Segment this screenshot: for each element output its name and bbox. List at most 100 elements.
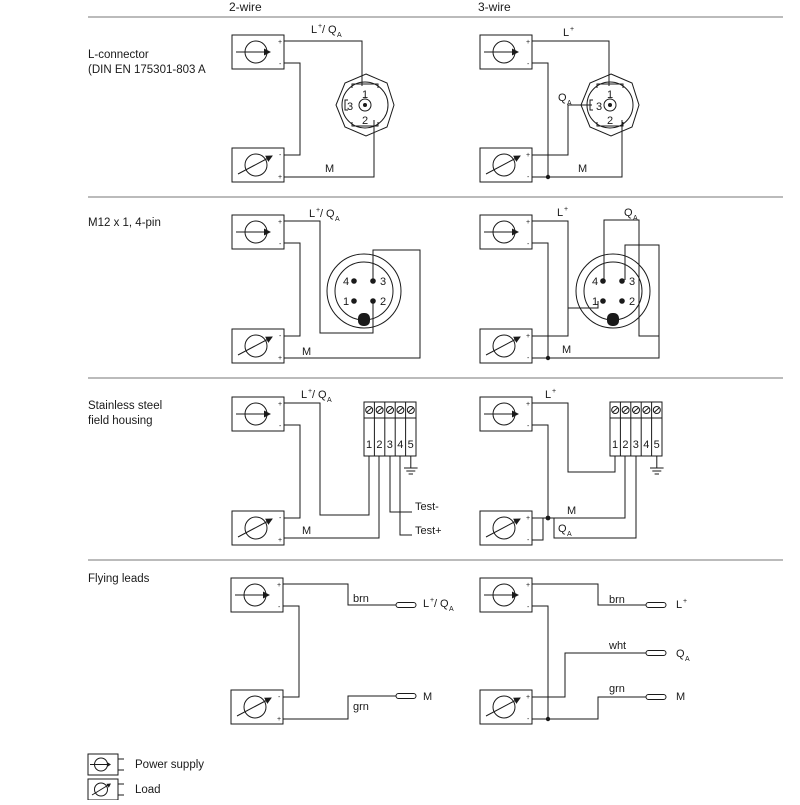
terminal-plus: + — [277, 716, 281, 723]
load-symbol — [479, 510, 533, 546]
wire-color-label: wht — [608, 640, 626, 652]
diagram-stainless-2-wire: + - - + 1 2 3 4 5 — [231, 388, 442, 546]
svg-text:L: L — [301, 389, 307, 401]
pin-label: 5 — [654, 439, 660, 451]
pin-label: 3 — [347, 101, 353, 113]
power-supply-symbol — [479, 214, 533, 250]
svg-text:+: + — [430, 597, 434, 604]
wire-color-label: grn — [609, 683, 625, 695]
svg-text:A: A — [685, 656, 690, 663]
pin-label: 4 — [397, 439, 403, 451]
label-m: M — [676, 691, 685, 703]
legend-load-icon — [87, 778, 124, 801]
svg-text:Q: Q — [328, 24, 337, 36]
m12-connector-symbol — [575, 253, 651, 329]
diagram-flying-leads-3-wire: + - + - brn wht grn L + Q A M — [479, 577, 690, 725]
power-supply-symbol — [230, 577, 284, 613]
label-l-q: L + / Q A — [311, 23, 342, 39]
svg-text:Q: Q — [318, 389, 327, 401]
pin-label: 1 — [612, 439, 618, 451]
pin-label: 4 — [643, 439, 649, 451]
wire-color-label: brn — [609, 594, 625, 606]
power-supply-symbol — [479, 34, 533, 70]
terminal-minus: - — [527, 355, 530, 362]
pin-label: 4 — [343, 276, 349, 288]
terminal-minus: - — [527, 423, 530, 430]
diagram-m12-3-wire: + - + - 4 3 1 2 L + — [479, 206, 660, 364]
terminal-plus: + — [526, 515, 530, 522]
svg-text:L: L — [557, 207, 563, 219]
label-q: Q A — [624, 207, 638, 222]
wire-color-label: grn — [353, 701, 369, 713]
svg-text:Q: Q — [440, 598, 449, 610]
svg-text:A: A — [449, 606, 454, 613]
terminal-minus: - — [278, 604, 281, 611]
power-supply-symbol — [231, 396, 285, 432]
pin-label: 3 — [629, 276, 635, 288]
terminal-plus: + — [526, 152, 530, 159]
svg-text:A: A — [327, 397, 332, 404]
diagram-m12-2-wire: + - - + 4 3 1 2 L + / Q A — [231, 207, 421, 364]
label-m: M — [578, 163, 587, 175]
label-m: M — [302, 346, 311, 358]
terminal-plus: + — [278, 39, 282, 46]
label-m: M — [325, 163, 334, 175]
pin-label: 1 — [607, 89, 613, 101]
legend-power-supply-icon — [87, 753, 124, 776]
ground-icon — [650, 456, 664, 475]
terminal-minus: - — [279, 515, 282, 522]
terminal-plus: + — [278, 537, 282, 544]
l-connector-symbol — [580, 73, 640, 137]
column-header-3-wire: 3-wire — [478, 0, 511, 14]
terminal-plus: + — [277, 582, 281, 589]
svg-text:Q: Q — [624, 207, 633, 219]
svg-text:L: L — [563, 27, 569, 39]
pin-label: 3 — [596, 101, 602, 113]
label-test-plus: Test+ — [415, 525, 442, 537]
label-m: M — [562, 344, 571, 356]
terminal-minus: - — [527, 537, 530, 544]
pin-label: 2 — [607, 115, 613, 127]
label-m: M — [302, 525, 311, 537]
terminal-minus: - — [527, 61, 530, 68]
terminal-plus: + — [278, 219, 282, 226]
svg-text:Q: Q — [558, 523, 567, 535]
terminal-minus: - — [527, 604, 530, 611]
column-header-2-wire: 2-wire — [229, 0, 262, 14]
label-test-minus: Test- — [415, 501, 439, 513]
pin-label: 1 — [362, 89, 368, 101]
terminal-minus: - — [278, 694, 281, 701]
terminal-plus: + — [526, 694, 530, 701]
label-q: Q A — [558, 523, 572, 538]
section-title-flying-leads: Flying leads — [88, 573, 150, 585]
svg-text:/: / — [312, 389, 316, 401]
diagram-l-connector-2-wire: + - - + 1 3 2 L + / Q A — [231, 23, 395, 183]
load-symbol — [231, 147, 285, 183]
legend-label-load: Load — [135, 784, 161, 796]
wire-color-label: brn — [353, 593, 369, 605]
pin-label: 2 — [622, 439, 628, 451]
section-title-stainless: Stainless steel — [88, 400, 162, 412]
svg-text:Q: Q — [676, 648, 685, 660]
legend: Power supply Load — [87, 753, 204, 801]
svg-text:+: + — [683, 598, 687, 605]
label-l-q: L + / Q A — [309, 207, 340, 223]
diagram-flying-leads-2-wire: + - - + brn grn L + / Q A M — [230, 577, 454, 725]
pin-label: 1 — [343, 296, 349, 308]
terminal-plus: + — [278, 401, 282, 408]
diagram-l-connector-3-wire: + - + - 1 3 2 L + Q — [479, 26, 640, 183]
pin-label: 4 — [592, 276, 598, 288]
svg-text:/: / — [322, 24, 326, 36]
svg-text:L: L — [423, 598, 429, 610]
label-m: M — [423, 691, 432, 703]
svg-text:A: A — [337, 32, 342, 39]
label-l: L + — [545, 388, 556, 401]
pin-label: 2 — [376, 439, 382, 451]
svg-text:+: + — [316, 207, 320, 214]
power-supply-symbol — [231, 34, 285, 70]
pin-label: 2 — [362, 115, 368, 127]
power-supply-symbol — [231, 214, 285, 250]
terminal-plus: + — [526, 582, 530, 589]
section-subtitle-l-connector: (DIN EN 175301-803 A — [88, 64, 206, 76]
svg-text:/: / — [320, 208, 324, 220]
